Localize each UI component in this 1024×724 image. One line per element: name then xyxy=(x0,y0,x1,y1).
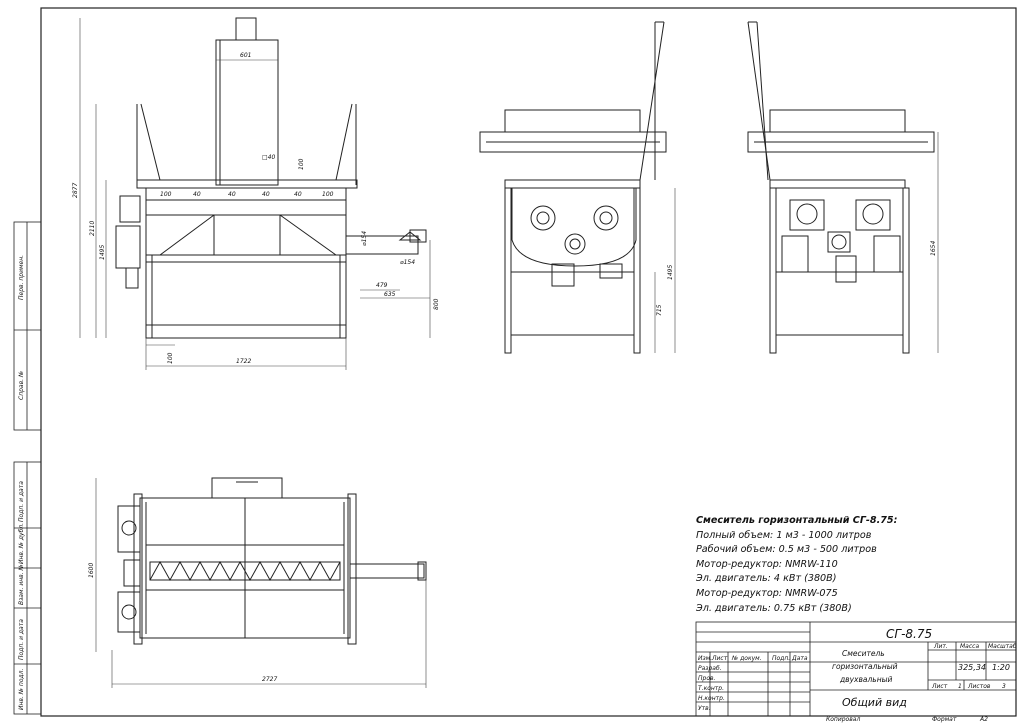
dim-front-seg-1: 100 xyxy=(160,191,172,198)
dim-nozzle-dia2: ⌀154 xyxy=(400,259,415,266)
spec-line-5: Мотор-редуктор: NMRW-075 xyxy=(696,587,838,599)
dim-side-715: 715 xyxy=(656,304,663,316)
margin-label-5: Взам. инв. № xyxy=(18,564,25,605)
left-margin-stamp xyxy=(13,221,42,715)
tb-sheets-label: Листов xyxy=(967,683,991,690)
spec-line-3: Мотор-редуктор: NMRW-110 xyxy=(696,558,838,570)
spec-title: Смеситель горизонтальный СГ-8.75: xyxy=(696,515,898,526)
dim-plan-width: 2727 xyxy=(262,676,277,683)
tb-view: Общий вид xyxy=(842,696,907,709)
dim-front-width: 1722 xyxy=(236,358,251,365)
margin-label-2: Справ. № xyxy=(18,371,25,400)
tb-format: A2 xyxy=(979,716,988,723)
spec-line-1: Полный объем: 1 м3 - 1000 литров xyxy=(696,529,872,541)
dim-front-height3: 1495 xyxy=(99,245,106,260)
dim-front-seg-3: 40 xyxy=(228,191,236,198)
dim-front-top-width: 601 xyxy=(240,52,251,59)
tb-sheets: 3 xyxy=(1002,683,1006,690)
tb-name-line-1: Смеситель xyxy=(842,649,885,658)
front-view-dimensions xyxy=(79,18,431,370)
margin-label-3: Подп. и дата xyxy=(18,481,25,522)
tb-sheet: 1 xyxy=(958,683,962,690)
tb-role-5: Утв. xyxy=(698,705,711,712)
plan-view xyxy=(117,477,427,645)
tb-designation: СГ-8.75 xyxy=(886,627,932,641)
tb-scale: 1:20 xyxy=(992,663,1010,672)
dim-nozzle-800: 800 xyxy=(433,298,440,310)
dim-right-height: 1654 xyxy=(930,241,937,256)
tb-role-4: Н.контр. xyxy=(698,695,725,702)
title-block xyxy=(695,621,1017,717)
side-view-dimensions xyxy=(654,188,676,353)
tb-name-line-3: двухвальный xyxy=(839,675,893,684)
tb-col-doc: № докум. xyxy=(731,655,762,662)
tb-name-line-2: горизонтальный xyxy=(832,662,898,671)
tb-col-izm: Изм. xyxy=(698,655,712,662)
dim-nozzle-dia: ⌀154 xyxy=(361,231,368,246)
dim-front-square: □40 xyxy=(262,154,275,161)
margin-label-4: Инв. № дубл. xyxy=(18,523,25,564)
dim-front-seg-5: 40 xyxy=(294,191,302,198)
dim-plan-height: 1600 xyxy=(88,563,95,578)
right-view xyxy=(747,21,935,354)
tb-role-3: Т.контр. xyxy=(698,685,724,692)
dim-front-100-right: 100 xyxy=(298,158,305,170)
dim-front-seg-6: 100 xyxy=(322,191,334,198)
dim-front-height: 2877 xyxy=(72,183,79,198)
tb-lit-label: Лит. xyxy=(933,643,948,650)
dim-side-height: 1495 xyxy=(667,265,674,280)
margin-label-7: Инв. № подл. xyxy=(18,669,25,710)
dim-front-seg-2: 40 xyxy=(193,191,201,198)
dim-front-leg: 100 xyxy=(167,352,174,364)
tb-format-label: Формат xyxy=(932,716,957,723)
tb-mass: 325,34 xyxy=(958,663,986,672)
tb-role-2: Пров. xyxy=(698,675,716,682)
margin-label-1: Перв. примен. xyxy=(18,255,25,300)
tb-scale-label: Масштаб xyxy=(988,643,1017,650)
side-view xyxy=(479,21,667,354)
tb-col-date: Дата xyxy=(791,655,808,662)
dim-front-height2: 2110 xyxy=(89,221,96,236)
specification-block: Смеситель горизонтальный СГ-8.75: Полный… xyxy=(696,514,1016,616)
dim-nozzle-479: 479 xyxy=(376,282,388,289)
front-view xyxy=(115,17,427,339)
tb-col-sign: Подп. xyxy=(772,655,790,662)
tb-copied: Копировал xyxy=(826,716,860,723)
tb-sheet-label: Лист xyxy=(931,683,948,690)
spec-line-4: Эл. двигатель: 4 кВт (380В) xyxy=(696,573,837,585)
dim-nozzle-635: 635 xyxy=(384,291,396,298)
tb-role-1: Разраб. xyxy=(698,665,722,672)
tb-mass-label: Масса xyxy=(960,643,979,650)
margin-label-6: Подп. и дата xyxy=(18,619,25,660)
spec-line-6: Эл. двигатель: 0.75 кВт (380В) xyxy=(696,602,852,614)
dim-front-seg-4: 40 xyxy=(262,191,270,198)
plan-view-dimensions xyxy=(95,478,427,688)
tb-col-list: Лист xyxy=(711,655,728,662)
spec-line-2: Рабочий объем: 0.5 м3 - 500 литров xyxy=(696,544,877,556)
